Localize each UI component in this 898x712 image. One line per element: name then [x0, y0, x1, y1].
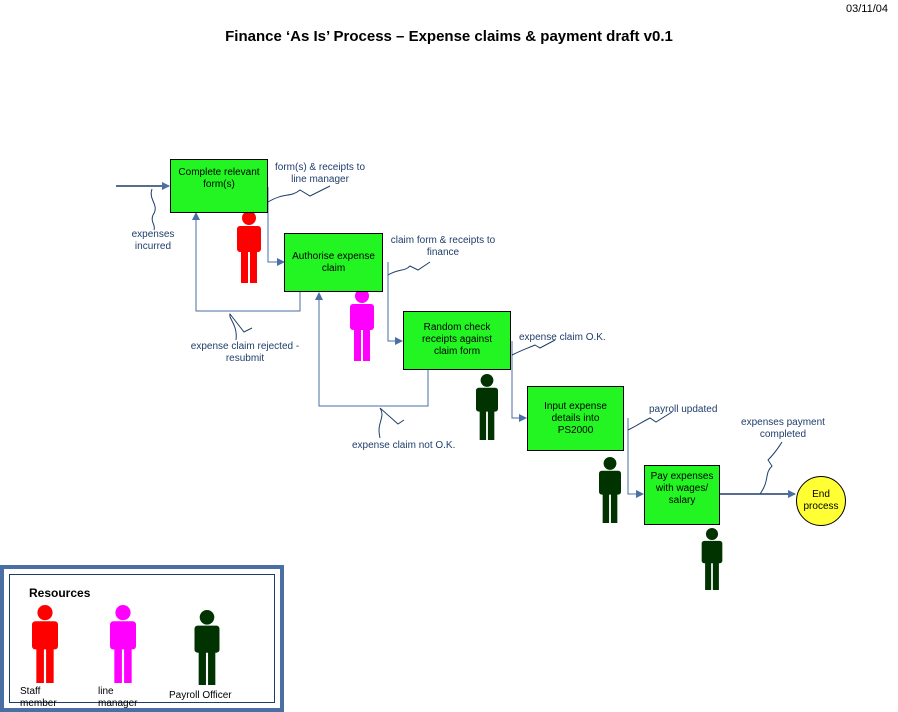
step-input-details-label: Input expense details into PS2000 [544, 401, 607, 436]
step-complete-forms-label: Complete relevant form(s) [178, 167, 260, 190]
step-complete-forms: Complete relevant form(s) [170, 159, 268, 213]
legend-staff-member-label: Staff member [20, 686, 57, 709]
label-claim-not-ok: expense claim not O.K. [352, 440, 456, 451]
label-claim-rejected: expense claim rejected - resubmit [190, 341, 300, 364]
step-authorise-claim-label: Authorise expense claim [292, 251, 375, 274]
step-random-check-label: Random check receipts against claim form [421, 322, 493, 357]
arrow-random-to-input [511, 341, 527, 422]
leader-payroll-updated [627, 411, 673, 431]
end-process-label: End process [803, 489, 839, 512]
connectors [116, 182, 796, 498]
leader-payment-completed [759, 441, 783, 495]
resources-legend-inner [9, 574, 275, 703]
payroll-officer-figure-1 [476, 374, 498, 440]
payroll-officer-figure-3 [701, 528, 723, 590]
label-leaders [150, 185, 783, 495]
step-pay-expenses-label: Pay expenses with wages/ salary [650, 471, 714, 506]
label-payroll-updated: payroll updated [649, 404, 718, 415]
staff-member-figure-1 [237, 211, 261, 283]
payroll-officer-legend-icon [194, 610, 220, 685]
label-claim-to-finance: claim form & receipts to finance [390, 235, 496, 258]
legend-payroll-officer-label: Payroll Officer [169, 690, 232, 701]
payroll-officer-figure-2 [599, 457, 621, 523]
arrow-rejected-loop [192, 212, 301, 312]
label-expenses-incurred: expenses incurred [131, 229, 175, 252]
leader-claim-ok [511, 339, 556, 356]
line-manager-legend-icon [110, 605, 136, 683]
step-input-details: Input expense details into PS2000 [527, 386, 624, 451]
leader-not-ok [378, 407, 405, 439]
arrow-authorise-to-random [387, 262, 403, 345]
resources-legend: Resources Staff member line manager Payr… [0, 565, 284, 712]
staff-member-legend-icon [32, 605, 58, 683]
leader-expenses-incurred [150, 188, 156, 231]
leader-forms-to-manager [267, 185, 331, 203]
leader-rejected [229, 313, 253, 341]
leader-claim-to-finance [387, 261, 431, 276]
label-forms-to-manager: form(s) & receipts to line manager [274, 162, 366, 185]
arrow-complete-to-authorise [267, 187, 285, 266]
resources-legend-title: Resources [29, 586, 91, 600]
end-process: End process [796, 476, 846, 526]
step-pay-expenses: Pay expenses with wages/ salary [644, 465, 720, 525]
label-claim-ok: expense claim O.K. [519, 332, 606, 343]
document-date: 03/11/04 [845, 3, 888, 15]
diagram-title: Finance ‘As Is’ Process – Expense claims… [225, 28, 673, 45]
legend-line-manager-label: line manager [98, 686, 138, 709]
step-authorise-claim: Authorise expense claim [284, 233, 383, 292]
label-payment-completed: expenses payment completed [741, 417, 825, 440]
line-manager-figure-1 [350, 289, 374, 361]
step-random-check: Random check receipts against claim form [403, 311, 511, 370]
arrow-not-ok-loop [315, 292, 429, 407]
arrow-input-to-pay [627, 418, 644, 498]
